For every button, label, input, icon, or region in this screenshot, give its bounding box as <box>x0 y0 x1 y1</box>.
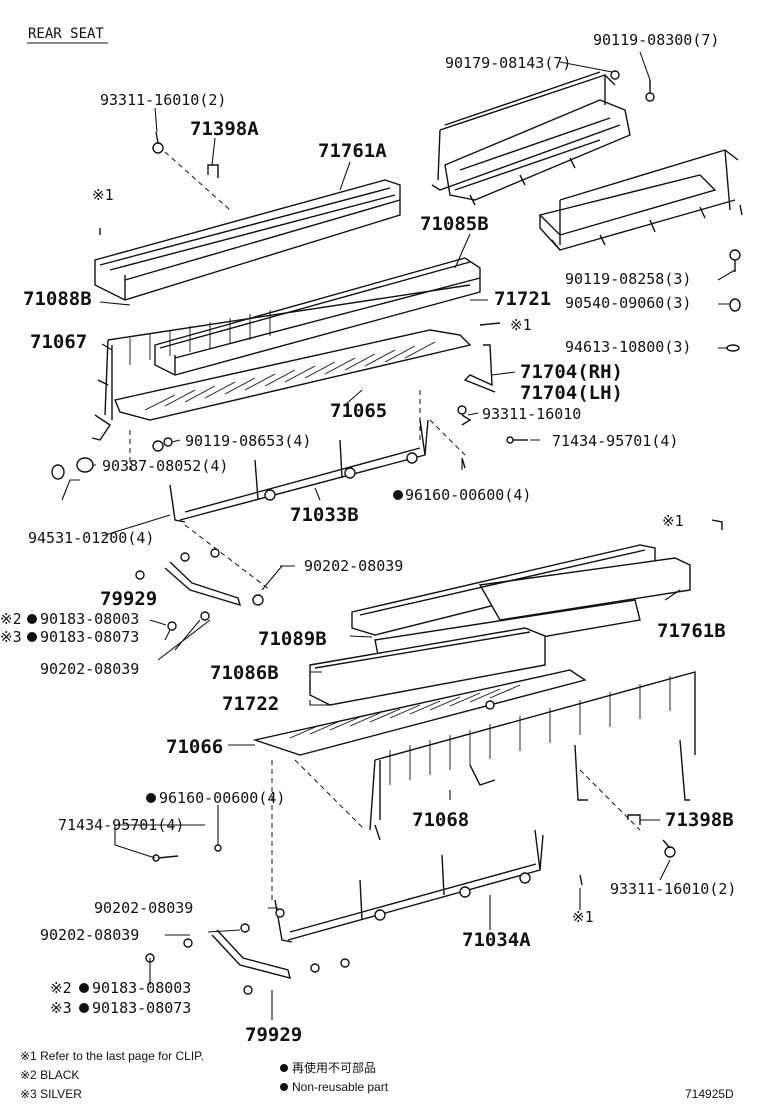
label-71086b: 71086B <box>210 662 279 684</box>
legend-nonreusable-dot <box>280 1064 288 1072</box>
label-90202-08039d: 90202-08039 <box>40 926 139 944</box>
label-90183-08073a: 90183-08073 <box>40 628 139 646</box>
label-71033b: 71033B <box>290 504 359 526</box>
label-90183-08003a: 90183-08003 <box>40 610 139 628</box>
part-71761b-seat-back <box>351 544 691 636</box>
legend: ※1 Refer to the last page for CLIP. ※2 B… <box>20 1049 734 1101</box>
nonreusable-dot-d <box>146 793 156 803</box>
part-71086b-seat-cushion <box>309 627 546 706</box>
part-71033b-lower-frame <box>169 419 429 523</box>
nonreusable-dot-f <box>79 1003 89 1013</box>
label-90540-09060: 90540-09060(3) <box>565 294 691 312</box>
legend-note1: ※1 Refer to the last page for CLIP. <box>20 1049 204 1063</box>
legend-note3: ※3 SILVER <box>20 1087 82 1101</box>
label-71434-95701a: 71434-95701(4) <box>552 432 678 450</box>
label-90179-08143: 90179-08143(7) <box>445 54 571 72</box>
nonreusable-dot-c <box>27 632 37 642</box>
label-71722: 71722 <box>222 693 279 715</box>
part-71066-seat-pan <box>252 669 587 756</box>
label-94531-01200: 94531-01200(4) <box>28 529 154 547</box>
legend-nonreuse-en: Non-reusable part <box>292 1080 389 1094</box>
label-71434-95701b: 71434-95701(4) <box>58 816 184 834</box>
part-71065-seat-pan <box>114 329 472 421</box>
label-71085b: 71085B <box>420 213 489 235</box>
label-96160-00600b: 96160-00600(4) <box>159 789 285 807</box>
part-79929-lever-upper <box>135 548 264 631</box>
label-71089b: 71089B <box>258 628 327 650</box>
label-71067: 71067 <box>30 331 87 353</box>
label-71066: 71066 <box>166 736 223 758</box>
label-90183-08073b: 90183-08073 <box>92 999 191 1017</box>
label-71704-rh: 71704(RH) <box>520 361 623 383</box>
legend-nonreusable-dot-2 <box>280 1083 288 1091</box>
part-71761a-seat-back <box>94 179 401 301</box>
label-71761b: 71761B <box>657 620 726 642</box>
label-71398b: 71398B <box>665 809 734 831</box>
label-71721: 71721 <box>494 288 551 310</box>
part-71704-bracket <box>463 344 496 393</box>
label-71065: 71065 <box>330 400 387 422</box>
label-ref1a: ※1 <box>92 186 114 204</box>
label-mark2b: ※2 <box>50 979 72 997</box>
label-71761a: 71761A <box>318 140 387 162</box>
part-labels: 90119-08300(7) 90179-08143(7) 93311-1601… <box>0 31 736 1046</box>
diagram-code: 714925D <box>685 1087 734 1101</box>
leader-lines <box>61 51 736 1020</box>
section-title: REAR SEAT <box>28 26 104 42</box>
label-79929b: 79929 <box>245 1024 302 1046</box>
label-93311-16010-2a: 93311-16010(2) <box>100 91 226 109</box>
label-71088b: 71088B <box>23 288 92 310</box>
label-93311-16010-2b: 93311-16010(2) <box>610 880 736 898</box>
nonreusable-dot-e <box>79 983 89 993</box>
seat-assembly-icon-upper <box>431 71 631 206</box>
label-71068: 71068 <box>412 809 469 831</box>
label-93311-16010: 93311-16010 <box>482 405 581 423</box>
label-90119-08653: 90119-08653(4) <box>185 432 311 450</box>
label-mark3b: ※3 <box>50 999 72 1017</box>
label-71034a: 71034A <box>462 929 531 951</box>
part-71067-back-frame <box>91 284 471 441</box>
label-79929a: 79929 <box>100 588 157 610</box>
label-mark3a: ※3 <box>0 628 22 646</box>
label-ref1c: ※1 <box>662 512 684 530</box>
nonreusable-dot-a <box>393 490 403 500</box>
label-90119-08300: 90119-08300(7) <box>593 31 719 49</box>
label-ref1b: ※1 <box>510 316 532 334</box>
nonreusable-dot-b <box>27 614 37 624</box>
part-71068-back-frame <box>369 671 696 841</box>
label-94613-10800: 94613-10800(3) <box>565 338 691 356</box>
label-71398a: 71398A <box>190 118 259 140</box>
label-71704-lh: 71704(LH) <box>520 382 623 404</box>
label-ref1d: ※1 <box>572 908 594 926</box>
seat-assembly-icon-lower <box>538 149 743 251</box>
label-90202-08039b: 90202-08039 <box>40 660 139 678</box>
label-90119-08258: 90119-08258(3) <box>565 270 691 288</box>
label-mark2a: ※2 <box>0 610 22 628</box>
legend-nonreuse-jp: 再使用不可部品 <box>292 1060 376 1075</box>
label-90183-08003b: 90183-08003 <box>92 979 191 997</box>
part-71034a-lower-frame <box>274 829 544 943</box>
label-90202-08039c: 90202-08039 <box>94 899 193 917</box>
label-90387-08052: 90387-08052(4) <box>102 457 228 475</box>
part-79929-lever-lower <box>145 908 350 995</box>
label-90202-08039a: 90202-08039 <box>304 557 403 575</box>
label-96160-00600a: 96160-00600(4) <box>405 486 531 504</box>
legend-note2: ※2 BLACK <box>20 1068 79 1082</box>
